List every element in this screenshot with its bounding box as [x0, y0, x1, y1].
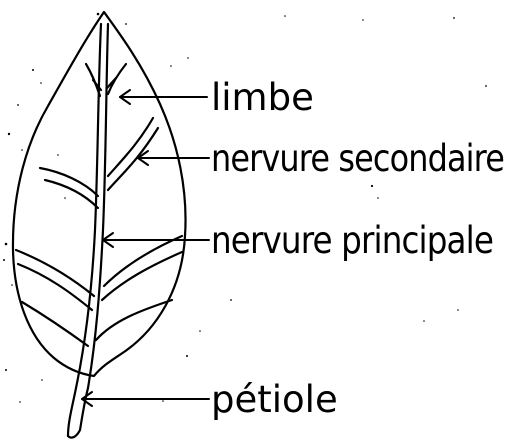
tip-vein-right: [108, 64, 126, 94]
arrow-petiole: [82, 392, 209, 406]
secondary-vein-middle-left: [16, 250, 94, 296]
secondary-vein-middle-right: [104, 236, 182, 286]
arrow-secondary-vein: [138, 151, 209, 165]
label-main-vein: nervure principale: [211, 219, 493, 262]
arrow-blade: [120, 90, 207, 104]
leaf-illustration: [13, 12, 186, 438]
secondary-vein-upper-left-inner: [45, 180, 98, 208]
label-secondary-vein: nervure secondaire: [211, 137, 504, 180]
secondary-vein-lower-left: [22, 302, 88, 346]
secondary-vein-lower-right: [96, 300, 172, 340]
arrow-main-vein: [103, 233, 209, 247]
label-blade: limbe: [211, 76, 314, 119]
background-specks: [3, 13, 487, 403]
label-petiole: pétiole: [211, 378, 338, 421]
